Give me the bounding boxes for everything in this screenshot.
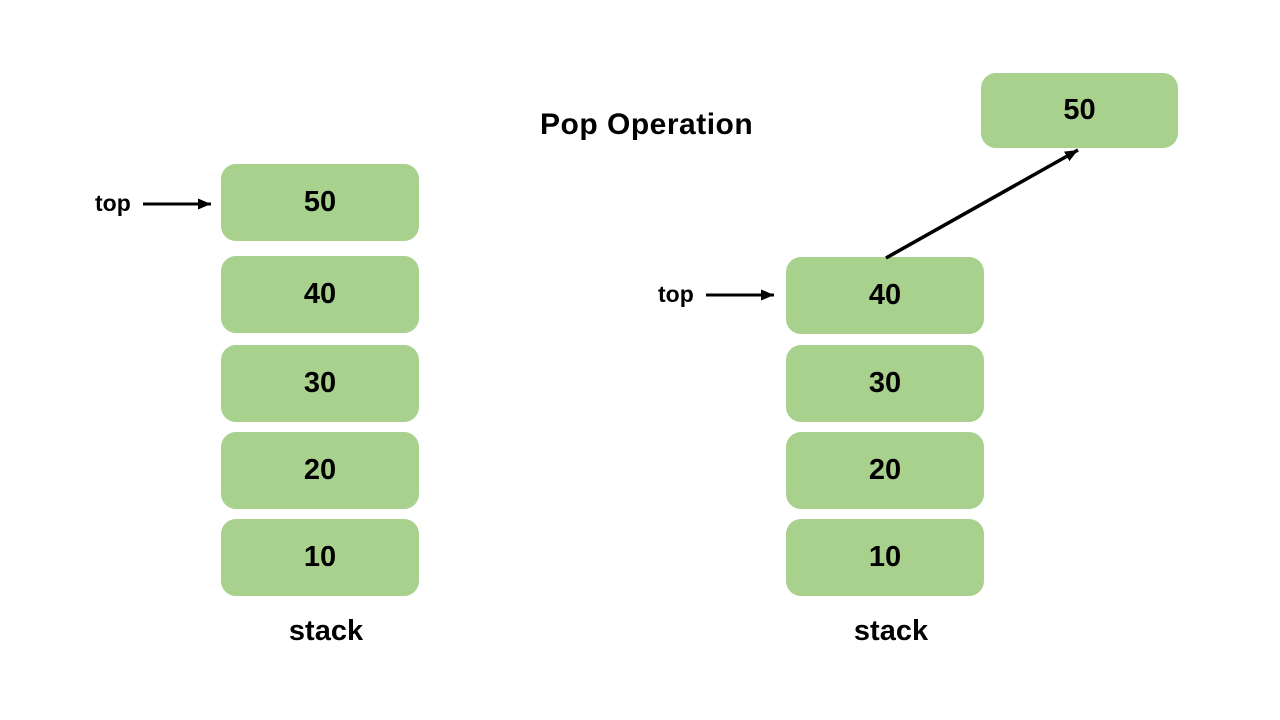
left-stack-item-50-value: 50 xyxy=(303,186,337,218)
right-stack-caption: stack xyxy=(853,615,929,647)
pop-arrow xyxy=(885,148,1079,260)
left-stack-item-50: 50 xyxy=(221,164,419,241)
right-stack-item-30-value: 30 xyxy=(868,367,902,399)
right-stack-item-20-value: 20 xyxy=(868,454,902,486)
left-stack-caption: stack xyxy=(288,615,364,647)
left-stack-item-20: 20 xyxy=(221,432,419,509)
right-stack-item-10-value: 10 xyxy=(868,541,902,573)
right-stack-item-40-value: 40 xyxy=(868,279,902,311)
left-stack-item-30-value: 30 xyxy=(303,367,337,399)
left-stack-item-30: 30 xyxy=(221,345,419,422)
left-top-label: top xyxy=(95,190,131,216)
left-stack-item-10: 10 xyxy=(221,519,419,596)
right-stack-item-40: 40 xyxy=(786,257,984,334)
left-stack-item-40-value: 40 xyxy=(303,278,337,310)
left-stack-item-10-value: 10 xyxy=(303,541,337,573)
popped-item-50-value: 50 xyxy=(1063,94,1096,126)
left-stack-item-40: 40 xyxy=(221,256,419,333)
left-stack-item-20-value: 20 xyxy=(303,454,337,486)
right-top-label: top xyxy=(658,281,694,307)
right-stack-item-20: 20 xyxy=(786,432,984,509)
diagram-title: Pop Operation xyxy=(540,108,754,141)
right-stack-item-30: 30 xyxy=(786,345,984,422)
right-stack-item-10: 10 xyxy=(786,519,984,596)
popped-item-50: 50 xyxy=(981,73,1178,148)
